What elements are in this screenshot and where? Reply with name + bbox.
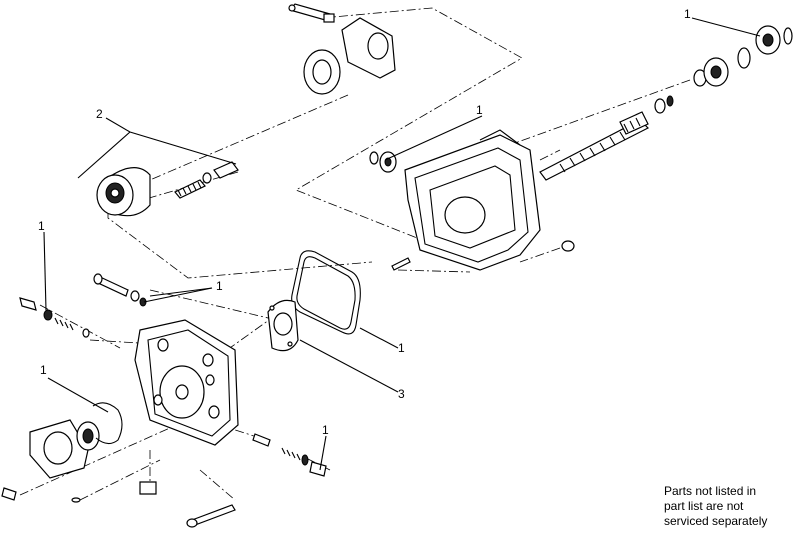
callout-label: 1 <box>476 103 483 117</box>
pump-cartridge <box>96 161 239 217</box>
callout-label: 1 <box>216 279 223 293</box>
callout-label: 1 <box>398 341 405 355</box>
callout-label: 1 <box>322 423 329 437</box>
service-note-line: Parts not listed in <box>664 484 757 498</box>
right-valve-parts <box>252 433 327 477</box>
top-valve-assembly <box>288 3 396 95</box>
service-note: Parts not listed in part list are not se… <box>664 484 794 529</box>
callout-label: 1 <box>684 7 691 21</box>
callout-label: 3 <box>398 387 405 401</box>
lower-cover-assembly <box>1 402 236 528</box>
callout-labels: 1 2 1 1 1 1 1 3 1 <box>38 7 691 437</box>
service-note-line: part list are not <box>664 499 744 513</box>
pump-housing <box>369 129 575 271</box>
service-note-line: serviced separately <box>664 514 768 528</box>
end-cover <box>134 319 239 446</box>
shaft-assembly <box>539 25 793 181</box>
seal-and-plate <box>267 250 361 352</box>
callout-label: 1 <box>38 219 45 233</box>
callout-label: 2 <box>96 107 103 121</box>
leader-lines <box>43 17 761 471</box>
callout-label: 1 <box>40 363 47 377</box>
left-valve-parts <box>19 273 147 338</box>
assembly-lines <box>19 7 691 501</box>
